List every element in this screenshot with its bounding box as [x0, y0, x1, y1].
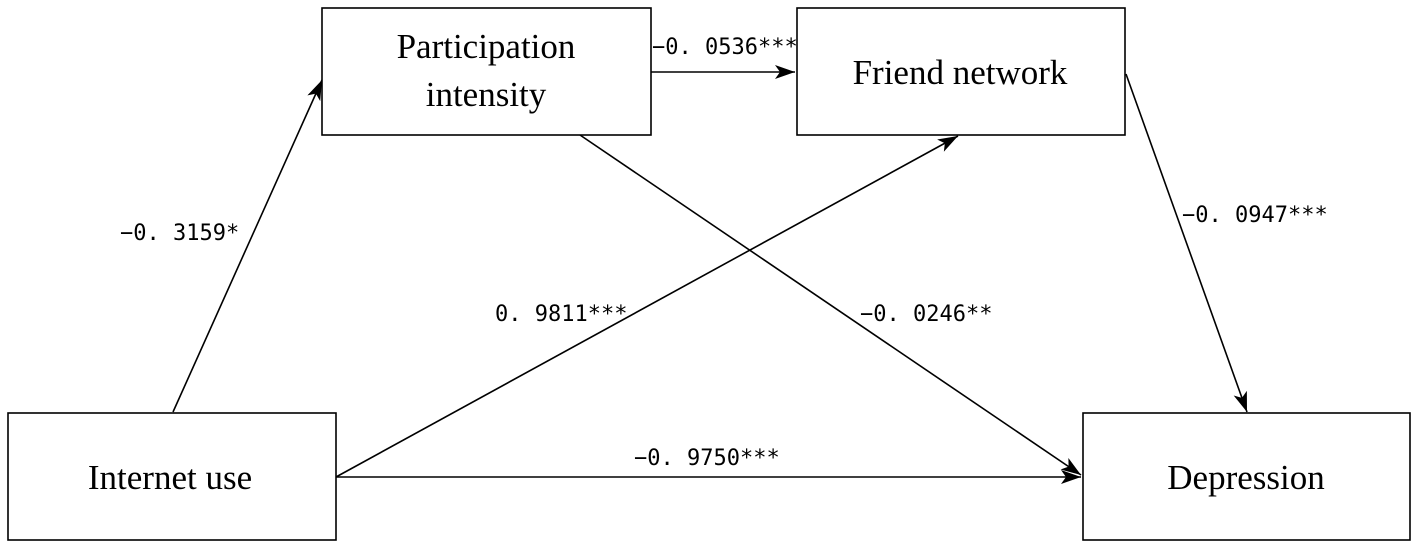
participation-label-line1: Participation [397, 27, 576, 66]
node-friend-network: Friend network [796, 7, 1126, 136]
node-participation-intensity: Participation intensity [321, 7, 652, 136]
edge-participation-to-depression [579, 134, 1082, 476]
edge-internet-to-participation [172, 79, 323, 413]
edge-internet-to-friend [335, 135, 959, 478]
coef-participation-to-friend: −0. 0536*** [652, 35, 798, 60]
friend-network-label: Friend network [853, 53, 1068, 92]
node-internet-use: Internet use [7, 412, 337, 541]
edge-friend-to-depression [1125, 73, 1248, 413]
participation-label-line2: intensity [426, 75, 547, 114]
internet-use-label: Internet use [88, 458, 252, 497]
coef-internet-to-friend: 0. 9811*** [495, 302, 627, 327]
node-depression: Depression [1082, 412, 1411, 541]
coef-friend-to-depression: −0. 0947*** [1182, 203, 1328, 228]
coef-internet-to-depression: −0. 9750*** [634, 446, 780, 471]
depression-label: Depression [1167, 458, 1324, 497]
coef-internet-to-participation: −0. 3159* [120, 221, 239, 246]
coef-participation-to-depression: −0. 0246** [860, 302, 992, 327]
